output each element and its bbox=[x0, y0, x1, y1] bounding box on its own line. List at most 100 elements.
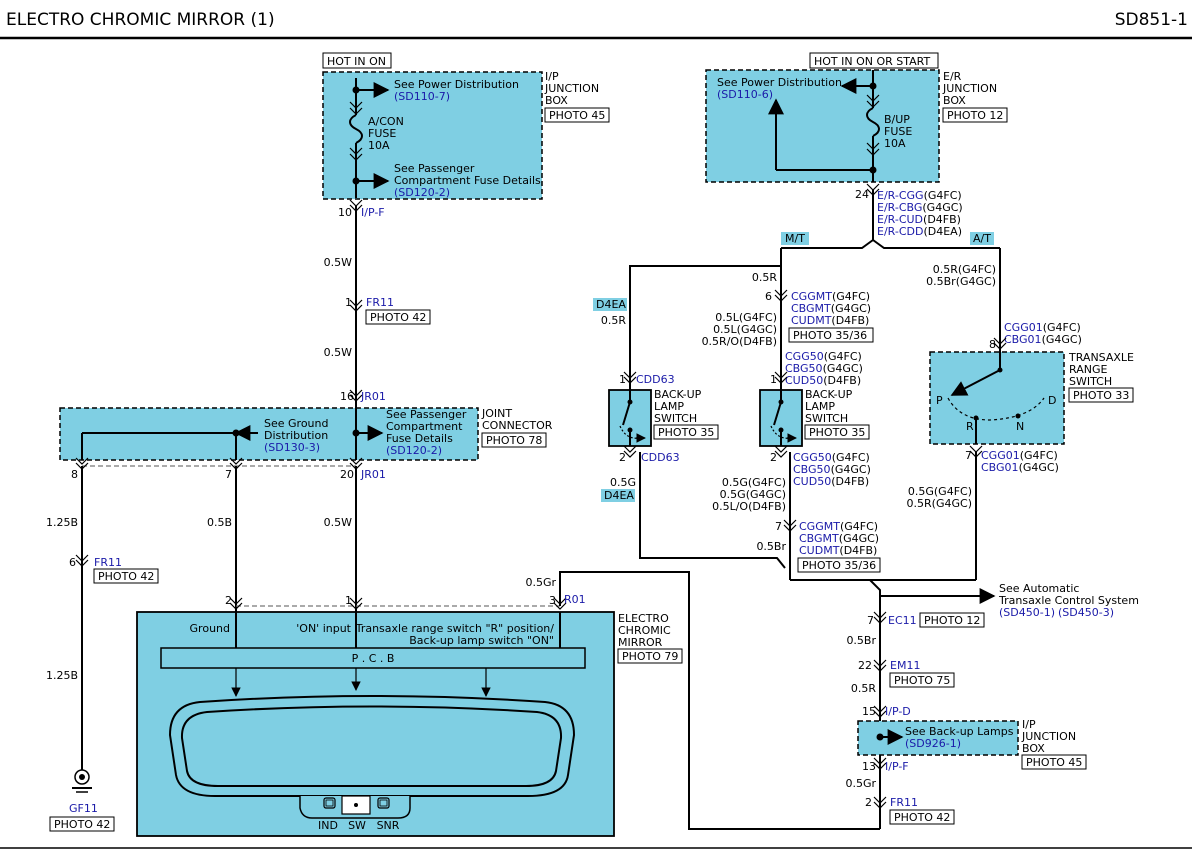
em11-pin: 22 bbox=[858, 659, 872, 672]
ip-jb-name-2: JUNCTION bbox=[544, 82, 599, 95]
ip-pc-see-2: Compartment Fuse Details bbox=[394, 174, 541, 187]
cgg50-bot-2[interactable]: CBG50(G4GC) bbox=[793, 463, 871, 476]
at-wtop-2: 0.5Br(G4GC) bbox=[926, 275, 996, 288]
mirror-pin-1: 1 bbox=[345, 594, 352, 607]
mirror-conn[interactable]: R01 bbox=[564, 593, 586, 606]
ground-icon bbox=[74, 769, 90, 785]
sw-label: SW bbox=[348, 819, 366, 832]
mirror-name-3: MIRROR bbox=[618, 636, 663, 649]
er-conn-2[interactable]: E/R-CBG(G4GC) bbox=[877, 201, 963, 214]
acon-fuse-symbol bbox=[349, 114, 363, 144]
cdd63-conn-bot[interactable]: CDD63 bbox=[641, 451, 680, 464]
at-pin-7: 7 bbox=[965, 449, 972, 462]
hot-in-on-label-box bbox=[322, 52, 392, 69]
cdd63-name-3: SWITCH bbox=[654, 412, 697, 425]
ipd-conn[interactable]: I/P-D bbox=[885, 705, 911, 718]
right-jb-photo: PHOTO 45 bbox=[1026, 756, 1082, 769]
ec11-photo: PHOTO 12 bbox=[924, 614, 980, 627]
ipd-pin: 15 bbox=[862, 705, 876, 718]
mirror-glass-outer bbox=[168, 695, 576, 797]
at-c7-1[interactable]: CGG01(G4FC) bbox=[981, 449, 1058, 462]
ip-pc-ref[interactable]: (SD120-2) bbox=[394, 186, 450, 199]
jc-name-2: CONNECTOR bbox=[482, 419, 553, 432]
left-wire-1: 0.5W bbox=[324, 256, 352, 269]
jc-photo: PHOTO 78 bbox=[486, 434, 542, 447]
pcb-label: P . C . B bbox=[352, 652, 395, 665]
mt-c6-3[interactable]: CUDMT(D4FB) bbox=[791, 314, 869, 327]
jc-gd-ref[interactable]: (SD130-3) bbox=[264, 441, 320, 454]
mt-c7-2[interactable]: CBGMT(G4GC) bbox=[799, 532, 879, 545]
joint-connector: JOINT CONNECTOR PHOTO 78 See Passenger C… bbox=[59, 407, 553, 481]
cgg50-bot-3[interactable]: CUD50(D4FB) bbox=[793, 475, 869, 488]
d4ea-tag-1: D4EA bbox=[596, 298, 626, 311]
fr11-mid-conn[interactable]: FR11 bbox=[94, 556, 122, 569]
er-junction-box-area bbox=[705, 69, 940, 183]
at-c8-1[interactable]: CGG01(G4FC) bbox=[1004, 321, 1081, 334]
fr11-top-conn[interactable]: FR11 bbox=[366, 296, 394, 309]
mt-c6-1[interactable]: CGGMT(G4FC) bbox=[791, 290, 870, 303]
at-wbot-2: 0.5R(G4GC) bbox=[907, 497, 972, 510]
right-jb-name-1: I/P bbox=[1022, 718, 1036, 731]
mirror-glass-inner bbox=[180, 705, 563, 787]
at-c8-2[interactable]: CBG01(G4GC) bbox=[1004, 333, 1082, 346]
ec11-conn[interactable]: EC11 bbox=[888, 614, 917, 627]
tcs-ref-1[interactable]: (SD450-1) bbox=[999, 606, 1055, 619]
er-pd-ref[interactable]: (SD110-6) bbox=[717, 88, 773, 101]
mt-wire-top: 0.5R bbox=[752, 271, 777, 284]
ipf-right-conn[interactable]: I/P-F bbox=[885, 760, 909, 773]
right-jb-name-2: JUNCTION bbox=[1021, 730, 1076, 743]
jc-pin-7: 7 bbox=[225, 468, 232, 481]
mirror-pin-3: 3 bbox=[549, 594, 556, 607]
em11-conn[interactable]: EM11 bbox=[890, 659, 920, 672]
er-conn-3[interactable]: E/R-CUD(D4FB) bbox=[877, 213, 961, 226]
fr11-top-pin: 1 bbox=[345, 296, 352, 309]
cgg50-name-2: LAMP bbox=[805, 400, 835, 413]
cdd63-photo: PHOTO 35 bbox=[658, 426, 714, 439]
trs-n: N bbox=[1016, 420, 1024, 433]
cgg50-bot-1[interactable]: CGG50(G4FC) bbox=[793, 451, 870, 464]
jr01-bot-conn[interactable]: JR01 bbox=[360, 468, 386, 481]
jc-pc-see-2: Compartment bbox=[386, 420, 463, 433]
bup-fuse-3: 10A bbox=[884, 137, 906, 150]
fr11-top-photo: PHOTO 42 bbox=[370, 311, 426, 324]
cgg50-top-3[interactable]: CUD50(D4FB) bbox=[785, 374, 861, 387]
ipf-conn[interactable]: I/P-F bbox=[361, 206, 385, 219]
d4ea-wire-2: 0.5G bbox=[610, 476, 636, 489]
mt-c7-3[interactable]: CUDMT(D4FB) bbox=[799, 544, 877, 557]
at-c7-2[interactable]: CBG01(G4GC) bbox=[981, 461, 1059, 474]
hot-in-on-label: HOT IN ON bbox=[327, 55, 386, 68]
cgg50-top-2[interactable]: CBG50(G4GC) bbox=[785, 362, 863, 375]
mt-c7-1[interactable]: CGGMT(G4FC) bbox=[799, 520, 878, 533]
er-conn-4[interactable]: E/R-CDD(D4EA) bbox=[877, 225, 962, 238]
er-junction-box: HOT IN ON OR START E/R JUNCTION BOX PHOT… bbox=[705, 52, 1008, 238]
jr01-top-conn[interactable]: JR01 bbox=[360, 390, 386, 403]
cgg50-photo: PHOTO 35 bbox=[809, 426, 865, 439]
left-wire-2: 0.5W bbox=[324, 346, 352, 359]
fr11-right-conn[interactable]: FR11 bbox=[890, 796, 918, 809]
jr01-top-pin: 16 bbox=[340, 390, 354, 403]
snr-label: SNR bbox=[377, 819, 400, 832]
ip-junction-box: HOT IN ON I/P JUNCTION BOX PHOTO 45 See … bbox=[322, 52, 610, 200]
bl-ref[interactable]: (SD926-1) bbox=[905, 737, 961, 750]
er-conn-1[interactable]: E/R-CGG(G4FC) bbox=[877, 189, 962, 202]
trs-r: R bbox=[966, 420, 974, 433]
mirror-name-1: ELECTRO bbox=[618, 612, 669, 625]
mirror-trs-label-1: Transaxle range switch "R" position/ bbox=[355, 622, 555, 635]
trs-photo: PHOTO 33 bbox=[1073, 389, 1129, 402]
jc-pc-ref[interactable]: (SD120-2) bbox=[386, 444, 442, 457]
ip-pd-see: See Power Distribution bbox=[394, 78, 519, 91]
cgg50-top-1[interactable]: CGG50(G4FC) bbox=[785, 350, 862, 363]
ip-junction-box-area bbox=[322, 71, 543, 200]
gf11-conn[interactable]: GF11 bbox=[69, 802, 98, 815]
mt-w7: 0.5Br bbox=[756, 540, 786, 553]
mt-pin-6: 6 bbox=[765, 290, 772, 303]
cdd63-conn-top[interactable]: CDD63 bbox=[636, 373, 675, 386]
fr11-mid-photo: PHOTO 42 bbox=[98, 570, 154, 583]
mt-c6-2[interactable]: CBGMT(G4GC) bbox=[791, 302, 871, 315]
ipf-right-pin: 13 bbox=[862, 760, 876, 773]
right-wire-1: 0.5Br bbox=[846, 634, 876, 647]
mirror-photo: PHOTO 79 bbox=[622, 650, 678, 663]
at-pin-8: 8 bbox=[989, 338, 996, 351]
tcs-ref-2[interactable]: (SD450-3) bbox=[1058, 606, 1114, 619]
ip-pd-ref[interactable]: (SD110-7) bbox=[394, 90, 450, 103]
